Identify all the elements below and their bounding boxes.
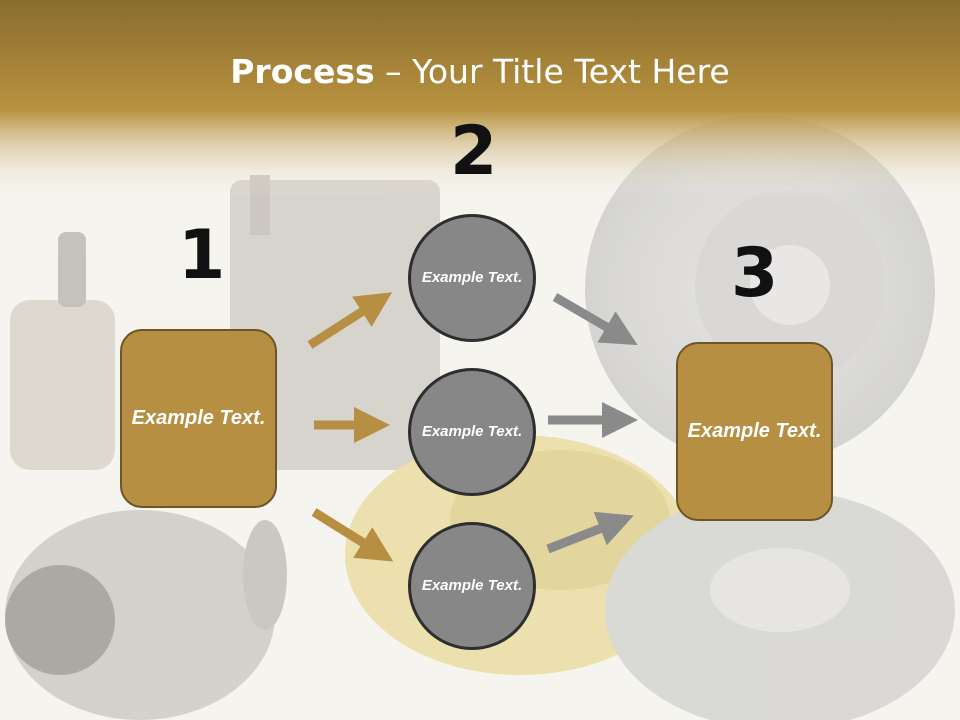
arrow-1-to-top bbox=[307, 292, 393, 349]
step-2-circle-middle: Example Text. bbox=[408, 368, 536, 496]
step-2-circle-bottom: Example Text. bbox=[408, 522, 536, 650]
step-number-2: 2 bbox=[450, 112, 498, 191]
arrow-bottom-to-3 bbox=[546, 511, 634, 554]
slide-title: Process – Your Title Text Here bbox=[0, 52, 960, 91]
step-3-box: Example Text. bbox=[676, 342, 833, 521]
title-rest: – Your Title Text Here bbox=[374, 52, 730, 91]
step-2-circle-top: Example Text. bbox=[408, 214, 536, 342]
arrow-1-to-bottom bbox=[311, 508, 394, 562]
title-bold: Process bbox=[230, 52, 375, 91]
step-1-box: Example Text. bbox=[120, 329, 277, 508]
arrow-top-to-3 bbox=[552, 293, 638, 346]
step-number-3: 3 bbox=[731, 234, 779, 313]
step-number-1: 1 bbox=[178, 216, 226, 295]
